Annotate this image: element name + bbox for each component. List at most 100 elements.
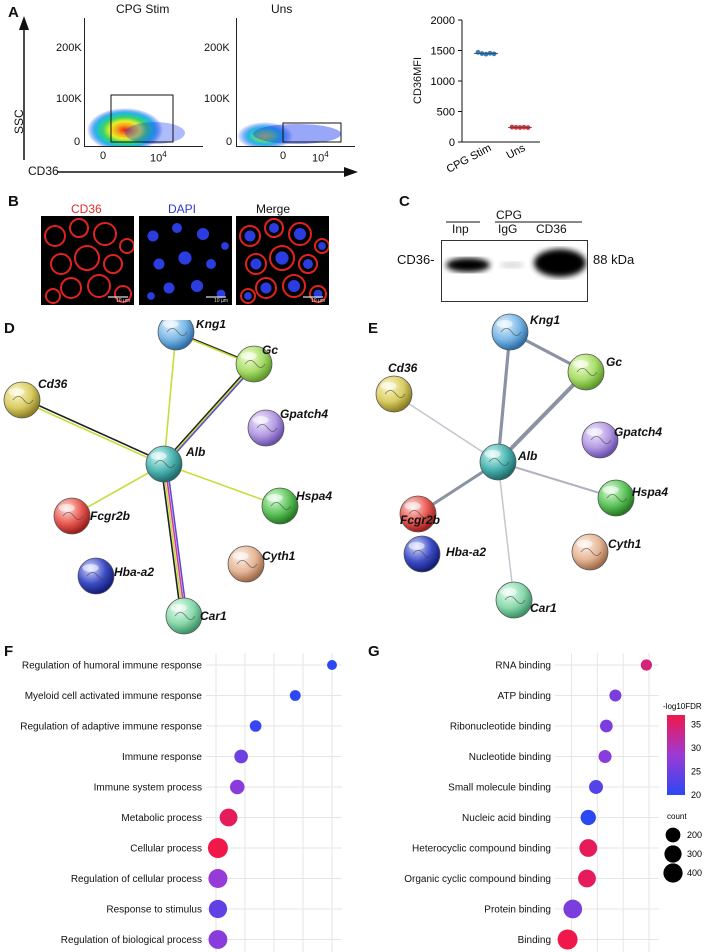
cd36-axis-label: CD36 <box>28 164 59 178</box>
category-label: Ribonucleotide binding <box>450 722 551 733</box>
node-structure-icon <box>244 360 266 368</box>
facs-plot-cpg <box>84 18 203 147</box>
data-point <box>578 869 596 888</box>
node-highlight <box>170 603 187 612</box>
facs-uns-xtick-0: 0 <box>280 150 287 162</box>
node-structure-icon <box>500 328 522 336</box>
network-d-edge <box>164 463 186 617</box>
facs-cpg-xtick-10: 104 <box>150 150 167 165</box>
node-highlight <box>8 387 25 396</box>
membrane-ring <box>114 285 132 303</box>
data-point <box>598 749 612 764</box>
legend-color-tick: 30 <box>691 743 701 753</box>
panel-label-e: E <box>368 320 379 337</box>
wb-row-label: CD36- <box>397 252 435 267</box>
membrane-ring <box>239 225 261 247</box>
data-point <box>208 930 228 949</box>
nucleus <box>221 242 229 250</box>
category-label: Myeloid cell activated immune response <box>25 691 203 702</box>
wb-size-label: 88 kDa <box>593 252 635 267</box>
node-hspa4 <box>597 479 635 517</box>
facs-cpg-ytick-200k: 200K <box>56 42 82 54</box>
facs-uns-title: Uns <box>271 2 293 16</box>
facs-axis-arrows <box>19 16 358 177</box>
data-point <box>230 779 245 795</box>
facs-cpg-title: CPG Stim <box>116 2 170 16</box>
node-highlight <box>500 587 517 596</box>
node-label-gc: Gc <box>606 355 622 369</box>
membrane-ring <box>103 254 123 274</box>
membrane-ring <box>240 288 256 304</box>
network-d-edge <box>161 363 253 465</box>
node-highlight <box>380 381 397 390</box>
nucleus <box>244 230 256 242</box>
mfi-ylabel: CD36MFI <box>412 56 424 104</box>
legend-size-title: count <box>667 812 687 821</box>
node-highlight <box>240 351 257 360</box>
node-label-gpatch4: Gpatch4 <box>280 407 328 421</box>
node-label-alb: Alb <box>185 445 205 459</box>
scale-text: 10 µm <box>214 298 228 304</box>
category-label: ATP binding <box>497 691 551 702</box>
node-cyth1 <box>227 545 265 583</box>
node-structure-icon <box>86 572 108 580</box>
nucleus <box>318 242 326 250</box>
network-e-edge <box>496 370 588 464</box>
network-d-edge <box>165 363 257 465</box>
legend-color-bar <box>667 715 685 795</box>
category-label: Regulation of cellular process <box>71 874 202 885</box>
node-highlight <box>58 503 75 512</box>
network-e-edge <box>393 393 499 463</box>
node-structure-icon <box>256 424 278 432</box>
mfi-ytick-label: 0 <box>449 137 455 149</box>
network-d: Kng1GcCd36AlbGpatch4Fcgr2bHspa4Cyth1Hba-… <box>3 320 332 635</box>
facs-cpg-ytick-100k: 100K <box>56 93 82 105</box>
node-hba-a2 <box>77 557 115 595</box>
membrane-ring <box>69 218 89 238</box>
facs-uns-ytick-200k: 200K <box>204 42 230 54</box>
panel-label-d: D <box>4 320 15 337</box>
legend-size-dot <box>663 863 683 883</box>
node-highlight <box>82 563 99 572</box>
data-point <box>207 838 228 858</box>
nucleus <box>153 258 165 270</box>
category-label: Response to stimulus <box>106 905 202 916</box>
node-highlight <box>484 449 501 458</box>
network-d-edge <box>160 463 182 617</box>
facs-cpg-ytick-0: 0 <box>74 136 81 148</box>
micro-title-dapi: DAPI <box>168 202 197 216</box>
node-car1 <box>165 597 203 635</box>
data-point <box>580 809 596 826</box>
node-structure-icon <box>576 368 598 376</box>
data-point <box>579 839 598 857</box>
ssc-axis-label: SSC <box>12 109 26 134</box>
panel-label-a: A <box>8 4 19 21</box>
wb-lane-cd36: CD36 <box>536 222 567 236</box>
network-e-edge <box>497 461 617 499</box>
legend-color-tick: 20 <box>691 790 701 800</box>
facs-uns-xtick-10: 104 <box>312 150 329 165</box>
micro-image-dapi: 10 µm <box>139 216 232 305</box>
micro-image-cd36: 10 µm <box>41 216 134 305</box>
node-label-kng1: Kng1 <box>530 313 560 327</box>
node-structure-icon <box>488 458 510 466</box>
node-kng1 <box>491 313 529 351</box>
nucleus <box>190 279 204 293</box>
micro-title-cd36: CD36 <box>71 202 102 216</box>
nucleus <box>147 292 155 300</box>
nucleus <box>275 251 289 265</box>
nucleus <box>163 282 175 294</box>
membrane-ring <box>255 277 277 299</box>
node-structure-icon <box>62 512 84 520</box>
membrane-ring <box>245 253 267 275</box>
node-label-fcgr2b: Fcgr2b <box>400 513 440 527</box>
node-highlight <box>150 451 167 460</box>
panel-label-g: G <box>368 643 380 660</box>
category-label: Cellular process <box>130 844 202 855</box>
wb-lane-igg: IgG <box>498 222 518 236</box>
scale-text: 10 µm <box>311 298 325 304</box>
node-gc <box>567 353 605 391</box>
node-label-gc: Gc <box>262 343 278 357</box>
category-label: Organic cyclic compound binding <box>404 874 551 885</box>
